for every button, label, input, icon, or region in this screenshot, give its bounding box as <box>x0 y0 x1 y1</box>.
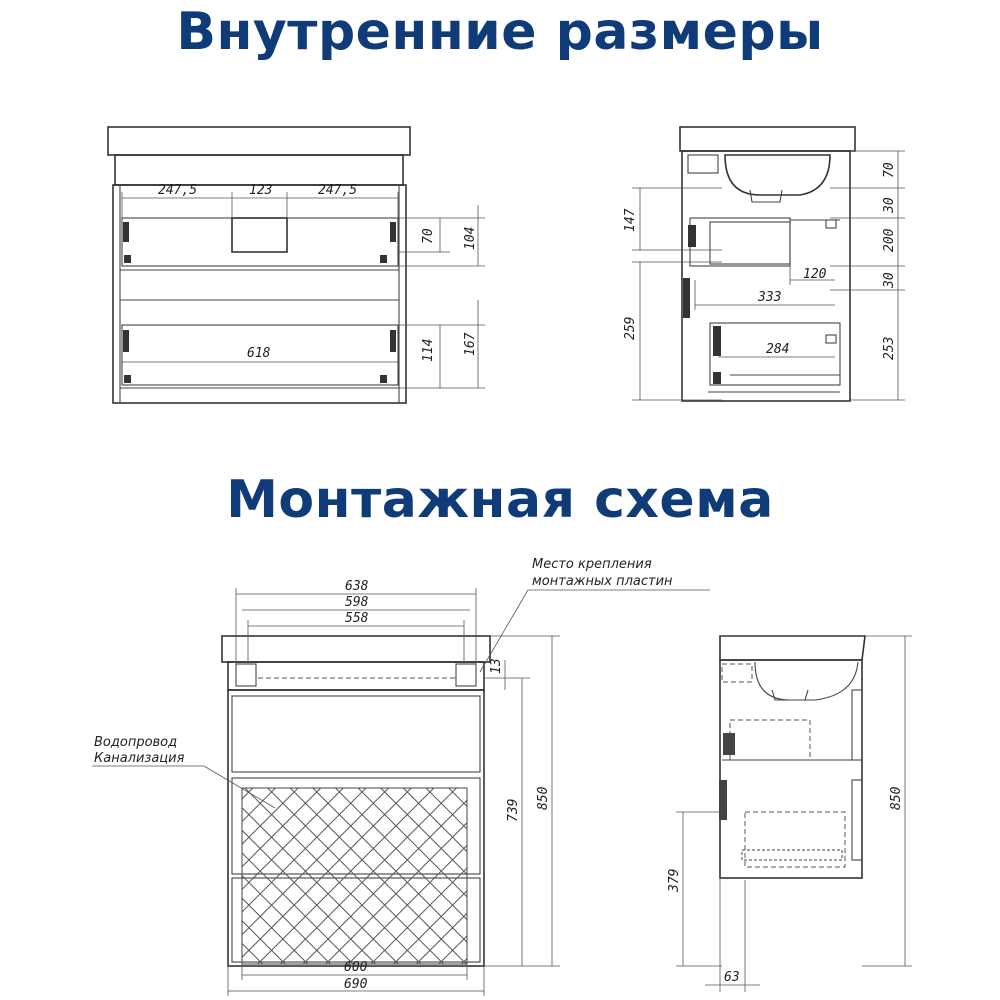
utility-opening <box>241 787 468 965</box>
dim-690: 690 <box>344 977 368 992</box>
bottom-front-view: 638 598 558 13 739 850 600 690 Место кре… <box>92 557 710 996</box>
mount-countertop <box>221 635 491 663</box>
dim-123: 123 <box>249 183 272 198</box>
dim-259: 259 <box>623 317 638 340</box>
note-water-line1: Водопровод <box>94 735 177 750</box>
dim-104: 104 <box>463 227 478 250</box>
heading-mounting-scheme: Монтажная схема <box>226 470 774 530</box>
dim-side-850: 850 <box>889 786 904 810</box>
dim-379: 379 <box>667 869 682 893</box>
upper-drawer <box>121 217 399 267</box>
dim-739: 739 <box>506 799 521 822</box>
dim-247-5-right: 247,5 <box>318 183 357 198</box>
dim-114: 114 <box>421 339 436 362</box>
dim-558: 558 <box>345 611 369 626</box>
dim-13: 13 <box>489 658 504 674</box>
heading-internal-dimensions: Внутренние размеры <box>176 2 824 62</box>
top-front-view: 247,5 123 247,5 70 104 618 114 167 <box>107 126 485 404</box>
lower-drawer <box>121 324 399 386</box>
dim-147: 147 <box>623 208 638 232</box>
basin-bowl <box>724 154 831 196</box>
mount-body <box>227 689 485 967</box>
mount-upper-drawer <box>231 695 481 773</box>
dim-side-253: 253 <box>882 337 897 360</box>
dim-284: 284 <box>766 342 789 357</box>
bottom-side-view: 850 379 63 <box>667 635 912 992</box>
dim-247-5-left: 247,5 <box>158 183 197 198</box>
siphon-cutout <box>231 217 288 253</box>
side-lower-drawer <box>709 322 841 386</box>
dim-598: 598 <box>345 595 369 610</box>
dim-618: 618 <box>247 346 271 361</box>
note-mount-line2: монтажных пластин <box>532 574 673 589</box>
dim-120: 120 <box>803 267 827 282</box>
cabinet-body <box>112 184 407 404</box>
dim-63: 63 <box>724 970 740 985</box>
dim-638: 638 <box>345 579 369 594</box>
dim-70: 70 <box>421 228 436 244</box>
dim-850: 850 <box>536 786 551 810</box>
note-mount-line1: Место крепления <box>532 557 652 572</box>
side-upper-drawer <box>689 217 791 267</box>
side-countertop-bottom <box>719 635 866 661</box>
side-countertop <box>679 126 856 152</box>
basin-zone <box>114 154 404 186</box>
side-body-bottom <box>719 659 863 879</box>
dim-333: 333 <box>757 290 781 305</box>
dim-side-70: 70 <box>882 162 897 178</box>
dim-side-200: 200 <box>882 228 897 252</box>
dim-600: 600 <box>344 960 368 975</box>
top-side-view: 147 259 120 333 284 70 30 200 30 253 <box>623 126 905 402</box>
dim-167: 167 <box>463 332 478 356</box>
dim-side-30a: 30 <box>882 197 897 214</box>
countertop <box>107 126 411 156</box>
note-water-line2: Канализация <box>94 751 185 766</box>
dim-side-30b: 30 <box>882 272 897 289</box>
side-body <box>681 150 851 402</box>
